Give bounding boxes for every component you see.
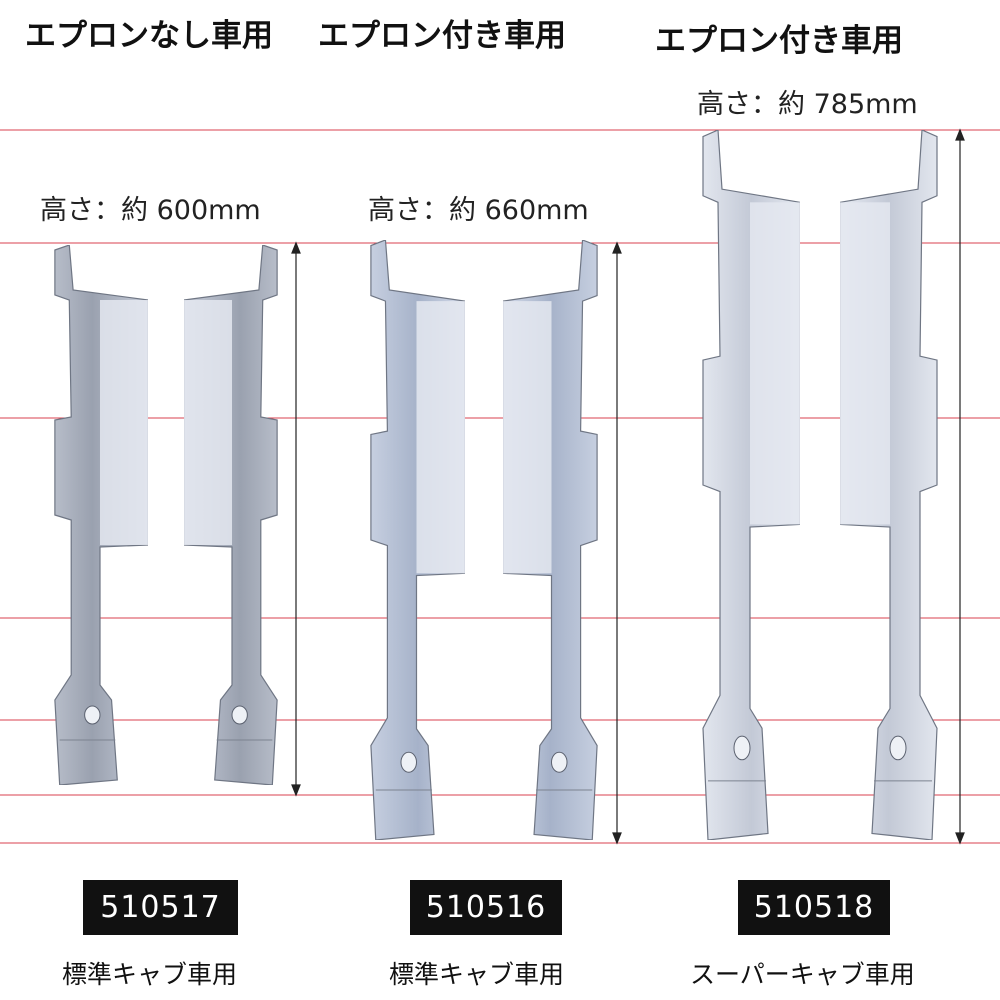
height-label-510517: 高さ：約 600mm [40,195,261,226]
part-510517-left [54,245,148,785]
heading-510516: エプロン付き車用 [318,18,566,54]
product-code-510516: 510516 [410,880,562,935]
product-code-510517: 510517 [83,880,238,935]
heading-510518: エプロン付き車用 [655,23,903,59]
part-510518-left [702,130,800,840]
part-510517-right [184,245,278,785]
dimension-arrows [291,128,965,845]
guide-lines [0,129,1000,844]
height-label-510518: 高さ：約 785mm [697,89,918,120]
product-code-510518: 510518 [738,880,890,935]
caption-510518: スーパーキャブ車用 [690,960,915,989]
caption-510516: 標準キャブ車用 [389,960,565,989]
height-label-510516: 高さ：約 660mm [368,195,589,226]
part-510516-left [370,240,465,840]
heading-510517: エプロンなし車用 [25,18,273,54]
part-510516-right [503,240,598,840]
part-510518-right [840,130,938,840]
caption-510517: 標準キャブ車用 [62,960,238,989]
